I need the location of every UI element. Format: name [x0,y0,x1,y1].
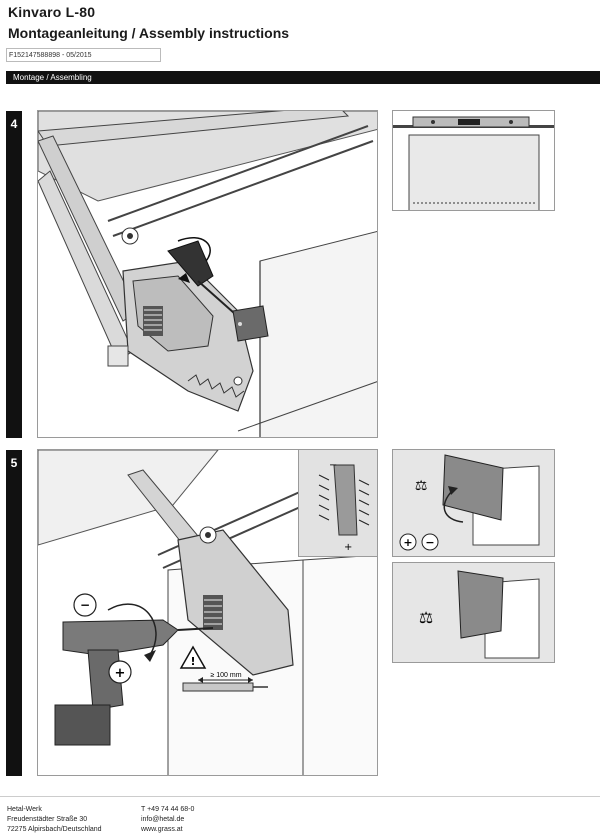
svg-text:!: ! [190,655,195,668]
plus-symbol: + [115,666,126,681]
step-4-level-illustration [392,110,555,211]
svg-text:+: + [403,536,412,549]
document-number: F152147588898 - 05/2015 [6,48,161,62]
product-name: Kinvaro L-80 [8,4,96,20]
svg-text:−: − [329,460,337,471]
footer-address: Hetal-Werk Freudenstädter Straße 30 7227… [7,806,102,833]
svg-text:−: − [425,536,434,549]
step-4-tab: 4 [6,111,22,438]
step-5-adjust-illustration: ⚖ + − [392,449,555,557]
svg-text:⚖: ⚖ [415,478,428,494]
footer-divider [0,796,600,797]
step-5-balanced-illustration: ⚖ [392,562,555,663]
section-bar: Montage / Assembling [6,71,600,84]
step-4-main-illustration [37,110,378,438]
minus-symbol: − [80,598,90,612]
svg-text:⚖: ⚖ [419,608,433,627]
drill-length-label: ≥ 100 mm [210,672,241,679]
step-5-detail-inset: − + [298,449,378,557]
step-5-tab: 5 [6,450,22,776]
footer-contact: T +49 74 44 68-0 info@hetal.de www.grass… [141,806,195,833]
svg-text:+: + [344,542,352,553]
page-title: Montageanleitung / Assembly instructions [8,25,290,41]
warning-icon [179,645,207,669]
